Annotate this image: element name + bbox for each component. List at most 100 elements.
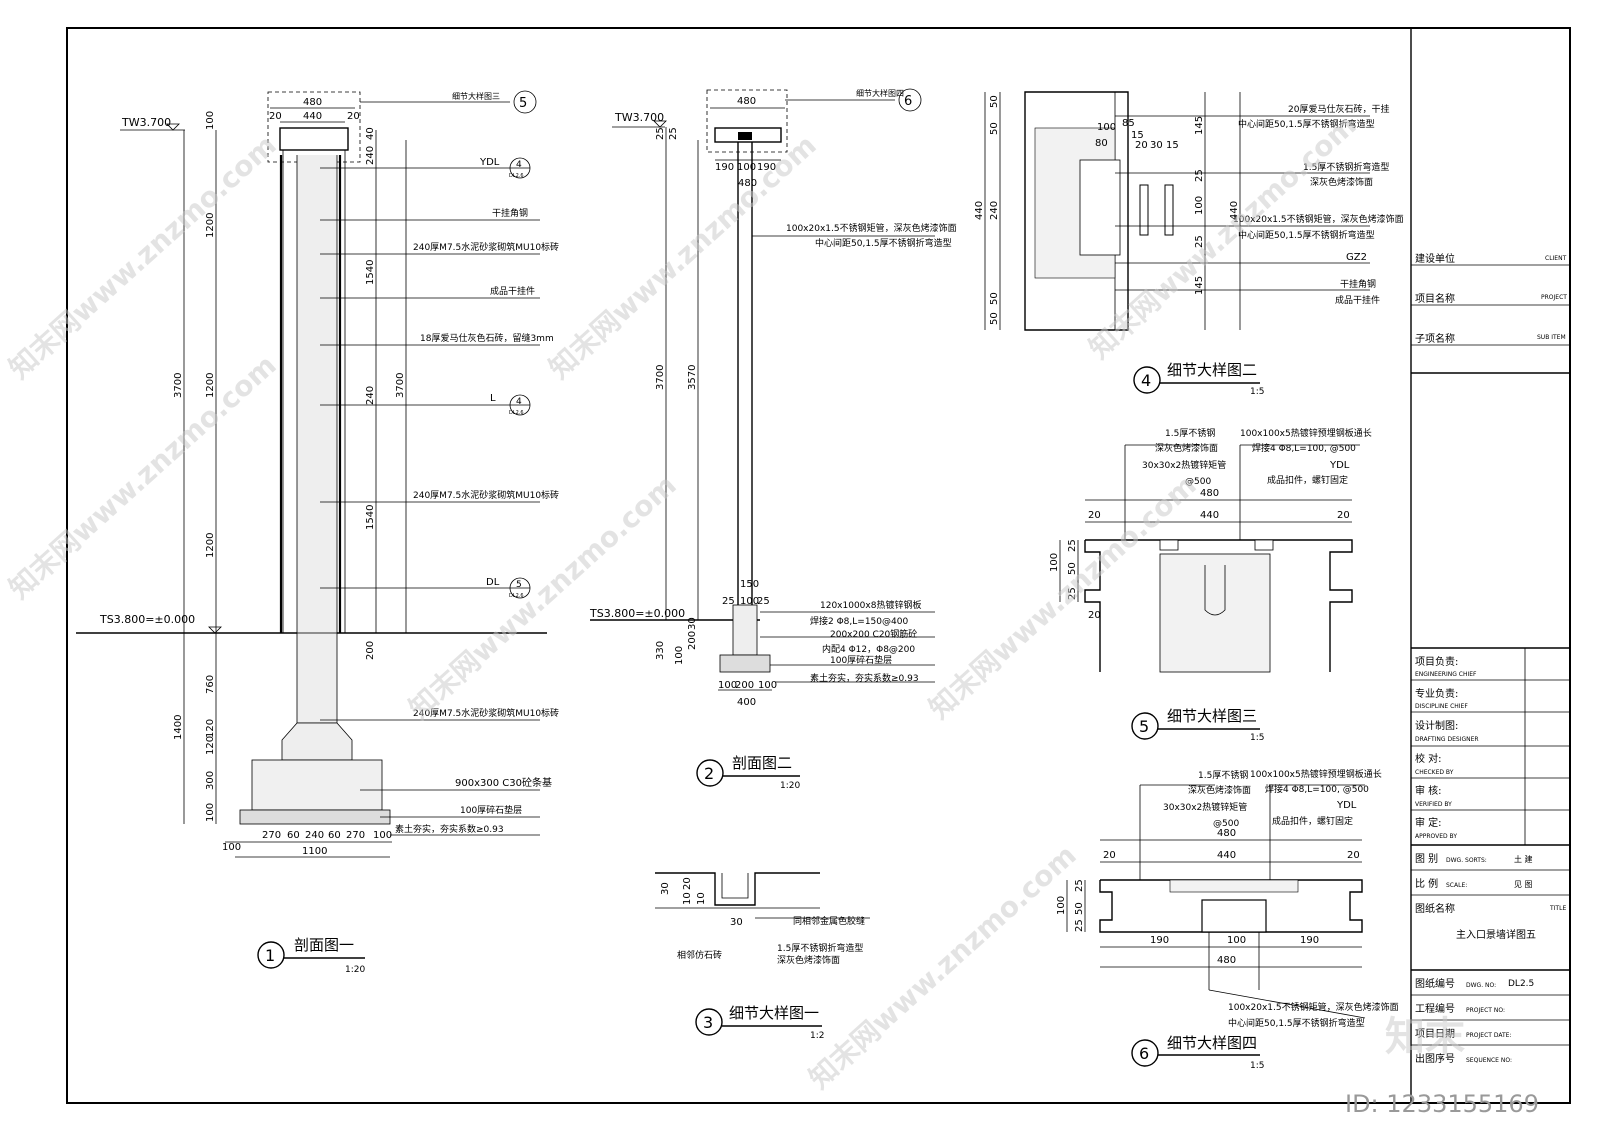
sec2-l3: 3570 <box>687 365 698 390</box>
det3-ll2: 30x30x2热镀锌矩管 <box>1142 459 1226 471</box>
sec2-s2: 100 <box>740 596 759 607</box>
det3-ll1: 深灰色烤漆饰面 <box>1155 442 1218 454</box>
det4-lr1: 焊接4 Φ8,L=100, @500 <box>1265 783 1369 795</box>
det3-t3: 20 <box>1337 510 1350 521</box>
det2-label-5: 中心间距50,1.5厚不锈钢折弯造型 <box>1238 229 1375 241</box>
det2-l4: 50 <box>989 312 1000 325</box>
det4-bl0: 100x20x1.5不锈钢矩管，深灰色烤漆饰面 <box>1228 1001 1399 1013</box>
sec1-label-6: 240厚M7.5水泥砂浆砌筑MU10标砖 <box>413 489 559 501</box>
sec1-tag2-sheet: DL2.6 <box>509 593 524 599</box>
det4-l2: 50 <box>1074 902 1085 915</box>
sec1-elev-base: TS3.800=±0.000 <box>99 613 195 626</box>
sec2-top-0: 480 <box>737 96 756 107</box>
tb-subitem-en: SUB ITEM <box>1537 334 1566 341</box>
det3-l3: 25 <box>1067 587 1078 600</box>
sec1-callout-num: 5 <box>519 96 527 111</box>
sec2-label-4: 200x200 C20钢筋砼 <box>830 628 917 640</box>
sec1-label-2: 240厚M7.5水泥砂浆砌筑MU10标砖 <box>413 241 559 253</box>
det3-t1: 20 <box>1088 510 1101 521</box>
tb-role2-en: DRAFTING DESIGNER <box>1415 736 1479 743</box>
det4-t1: 20 <box>1103 850 1116 861</box>
det1-label-0: 同相邻金属色胶缝 <box>793 915 865 927</box>
sec2-callout-detail: 细节大样图四 <box>856 88 904 98</box>
sec1-label-0: YDL <box>479 157 500 168</box>
det2-r0: 145 <box>1194 116 1205 135</box>
watermark-layer: 知末网www.znzmo.com 知末网www.znzmo.com 知末网www… <box>3 108 1539 1118</box>
sec2-title-num: 2 <box>704 764 714 783</box>
det1-label-3: 深灰色烤漆饰面 <box>777 954 840 966</box>
sec2-label-7: 素土夯实，夯实系数≥0.93 <box>810 672 919 684</box>
det4-t2: 440 <box>1217 850 1236 861</box>
sec1-b2: 60 <box>287 830 300 841</box>
tb-client-en: CLIENT <box>1545 255 1567 262</box>
det3-l2: 50 <box>1067 562 1078 575</box>
tb-scale-en: SCALE: <box>1446 882 1467 889</box>
det2-t2: 15 <box>1131 130 1144 141</box>
det4-l0: 100 <box>1056 896 1067 915</box>
det2-r3: 25 <box>1194 235 1205 248</box>
sec1-label-9: 900x300 C30砼条基 <box>455 776 552 789</box>
sec2-elev-base: TS3.800=±0.000 <box>589 607 685 620</box>
det3-l0: 100 <box>1049 553 1060 572</box>
det1-title-num: 3 <box>703 1013 713 1032</box>
sec2-title: 剖面图二 <box>732 754 792 772</box>
tb-role5-en: APPROVED BY <box>1415 833 1457 840</box>
sec1-label-10: 100厚碎石垫层 <box>460 804 522 816</box>
tb-role0-cn: 项目负责: <box>1415 655 1458 668</box>
sec1-dim-l7: 300 <box>205 771 216 790</box>
det3-t2: 440 <box>1200 510 1219 521</box>
sec1-b6: 100 <box>373 830 392 841</box>
detail-three: 480 20 440 20 100 25 50 25 20 1.5厚不锈钢 深灰… <box>1049 427 1372 743</box>
det2-l5: 440 <box>974 201 985 220</box>
watermark-text-2: 知末网www.znzmo.com <box>3 348 283 605</box>
sec1-callout-detail: 细节大样图三 <box>452 91 500 101</box>
sec1-dim-l2: 1200 <box>205 373 216 398</box>
tb-role2-cn: 设计制图: <box>1415 719 1458 732</box>
sec1-dim-l3: 1200 <box>205 533 216 558</box>
sec2-label-3: 焊接2 Φ8,L=150@400 <box>810 615 908 627</box>
watermark-text-3: 知末网www.znzmo.com <box>543 128 823 385</box>
sec1-b1: 270 <box>262 830 281 841</box>
sec2-elev-top: TW3.700 <box>614 111 664 124</box>
det2-label-3: 深灰色烤漆饰面 <box>1310 176 1373 188</box>
sec1-r5: 200 <box>365 641 376 660</box>
det2-label-8: 成品干挂件 <box>1335 294 1380 306</box>
watermark-logo: 知末 <box>1385 1014 1465 1060</box>
det1-label-2: 1.5厚不锈钢折弯造型 <box>777 942 863 954</box>
tb-scale-val: 见 图 <box>1514 880 1533 889</box>
sec2-top-4: 480 <box>738 178 757 189</box>
sec2-top-2: 100 <box>737 162 756 173</box>
det2-label-0: 20厚爱马仕灰石砖，干挂 <box>1288 103 1389 115</box>
det3-title-num: 5 <box>1139 717 1149 736</box>
sec1-dim-l8: 100 <box>205 803 216 822</box>
watermark-text-4: 知末网www.znzmo.com <box>403 468 683 725</box>
det2-t0: 100 <box>1097 122 1116 133</box>
detail-two: 50 50 240 50 50 440 100 85 15 80 20 30 1… <box>974 91 1404 397</box>
watermark-text-1: 知末网www.znzmo.com <box>3 128 283 385</box>
det2-label-2: 1.5厚不锈钢折弯造型 <box>1303 161 1389 173</box>
tb-title-cn: 图纸名称 <box>1415 902 1455 915</box>
tb-scale-cn: 比 例 <box>1415 877 1438 890</box>
sec1-r1: 240 <box>365 146 376 165</box>
tb-seq-en: SEQUENCE NO: <box>1466 1057 1512 1064</box>
tb-project-en: PROJECT <box>1541 294 1567 301</box>
det4-lr3: 成品扣件，螺钉固定 <box>1272 815 1353 827</box>
sec2-l1: 25 <box>668 127 679 140</box>
tb-subitem-cn: 子项名称 <box>1415 332 1455 345</box>
sec2-b2: 100 <box>758 680 777 691</box>
det3-lr3: 成品扣件，螺钉固定 <box>1267 474 1348 486</box>
det3-t0: 480 <box>1200 488 1219 499</box>
sec1-top-440: 440 <box>303 111 322 122</box>
det4-l3: 25 <box>1074 919 1085 932</box>
watermark-text-6: 知末网www.znzmo.com <box>803 838 1083 1095</box>
tb-seq-cn: 出图序号 <box>1415 1052 1455 1065</box>
det2-t1: 85 <box>1122 118 1135 129</box>
sec2-top-1: 190 <box>715 162 734 173</box>
sec2-l6: 200 <box>687 631 698 650</box>
det3-l1: 25 <box>1067 539 1078 552</box>
det2-l0: 50 <box>989 95 1000 108</box>
det4-ll2: 30x30x2热镀锌矩管 <box>1163 801 1247 813</box>
det2-r2: 100 <box>1194 196 1205 215</box>
sec2-top-3: 190 <box>757 162 776 173</box>
det4-ll1: 深灰色烤漆饰面 <box>1188 784 1251 796</box>
